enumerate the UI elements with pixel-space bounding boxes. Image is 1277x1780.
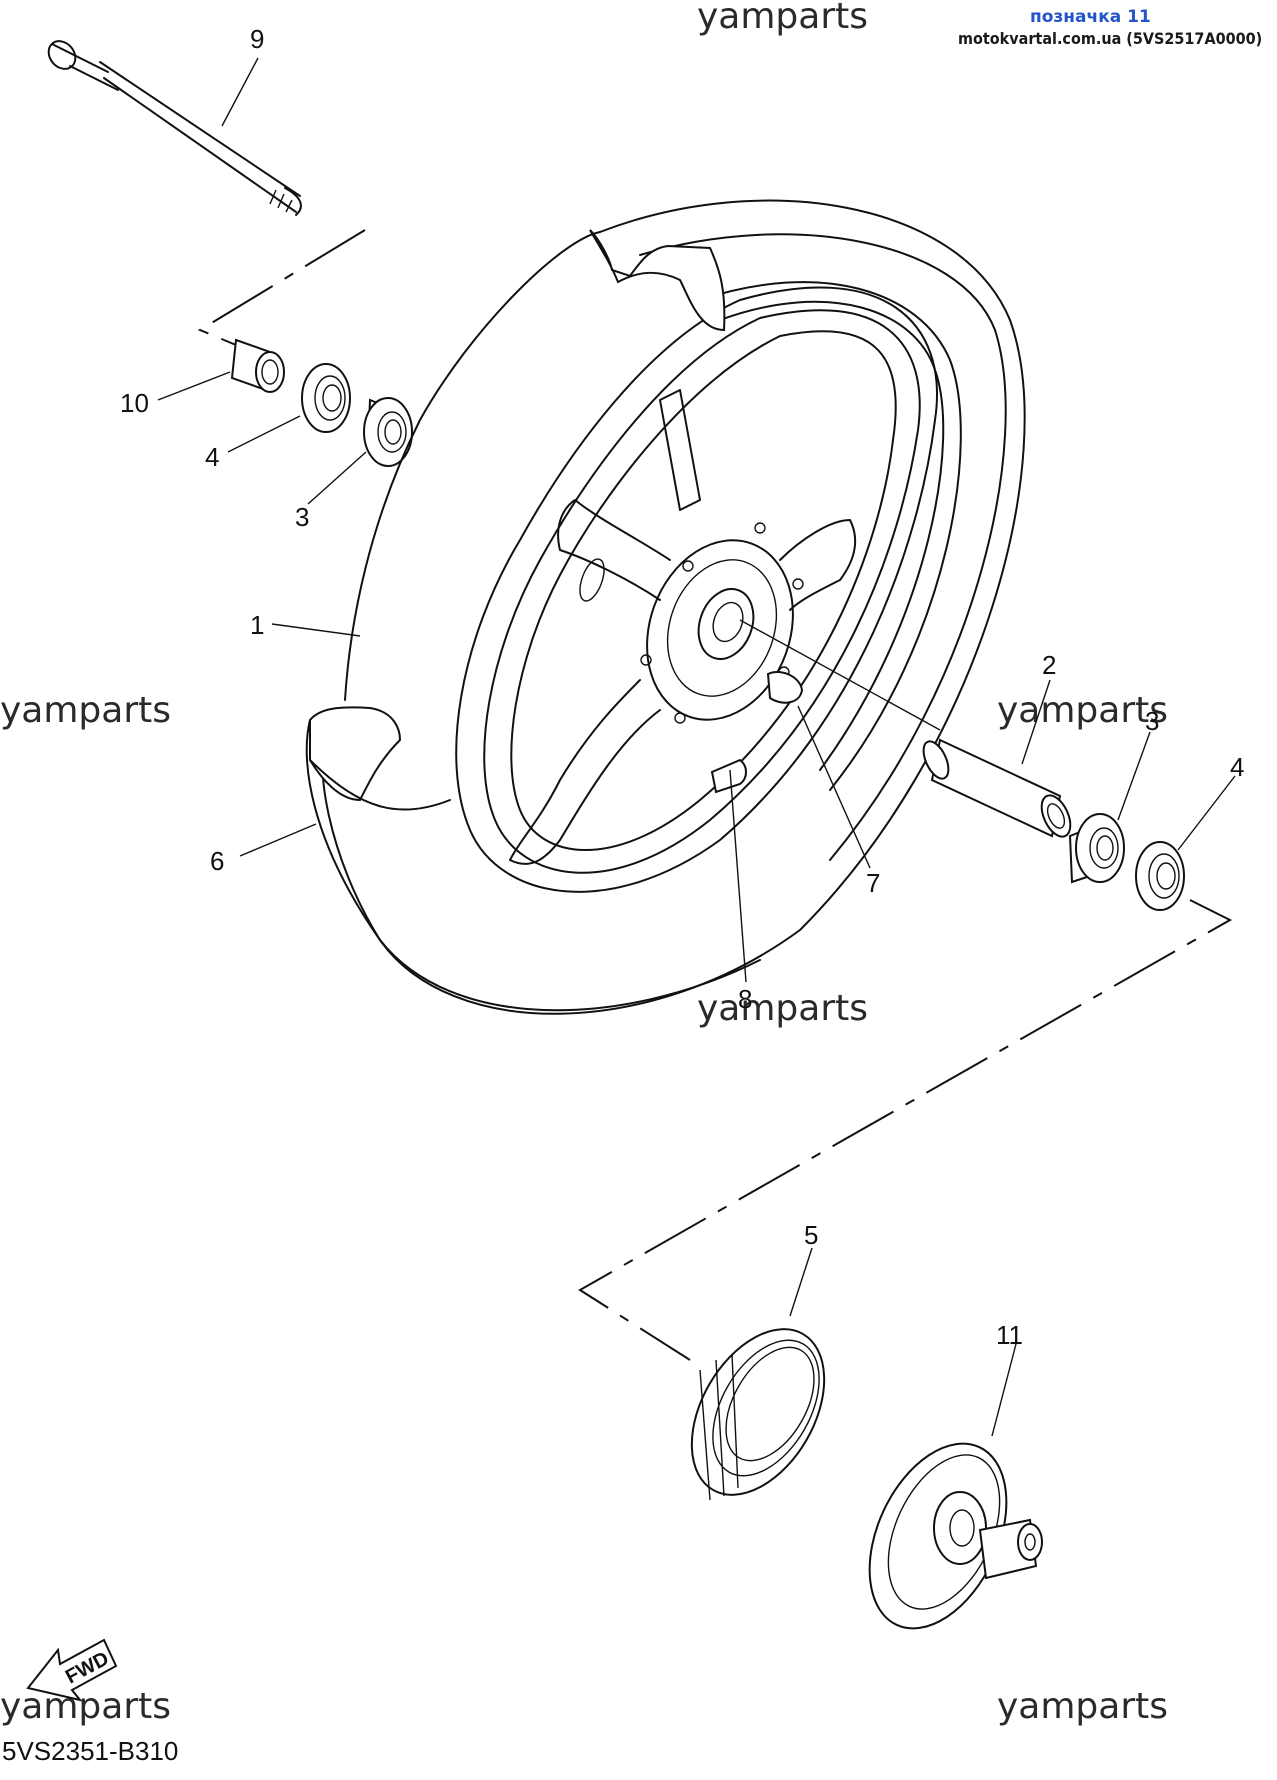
callout-4-right: 4 — [1230, 752, 1244, 782]
wheel-assembly — [305, 199, 1026, 1015]
callout-9: 9 — [250, 24, 264, 54]
callout-3-right: 3 — [1145, 706, 1159, 736]
oil-seal-part — [690, 1328, 826, 1501]
callout-1: 1 — [250, 610, 264, 640]
callout-4-left: 4 — [205, 442, 219, 472]
collar-left — [230, 338, 285, 393]
leader-lines — [157, 57, 1236, 1437]
right-guide-line — [578, 899, 1233, 1361]
callout-8: 8 — [738, 984, 752, 1014]
callout-7: 7 — [866, 868, 880, 898]
callout-11: 11 — [996, 1320, 1023, 1350]
callout-6: 6 — [210, 846, 224, 876]
axle-part — [47, 40, 302, 216]
watermark-center: yamparts — [697, 988, 868, 1029]
bearing-right-outer — [1135, 841, 1185, 911]
watermark-left: yamparts — [0, 690, 171, 731]
callout-3-left: 3 — [295, 502, 309, 532]
header-title: позначка 11 — [1030, 7, 1151, 27]
collar-right — [922, 738, 1072, 838]
watermark-bottom-right: yamparts — [997, 1686, 1168, 1727]
callout-2: 2 — [1042, 650, 1056, 680]
watermark-top: yamparts — [697, 0, 868, 37]
bearing-right-inner — [1068, 813, 1125, 884]
axle-guide-line — [197, 229, 366, 351]
axis-right — [739, 619, 941, 731]
speedometer-gear-part — [868, 1442, 1043, 1630]
bearing-left-inner — [363, 397, 413, 467]
diagram-code: 5VS2351-B310 — [2, 1736, 178, 1766]
callout-10: 10 — [120, 388, 149, 418]
bearing-left-outer — [301, 363, 351, 433]
header-subtitle: motokvartal.com.ua (5VS2517A0000) — [958, 29, 1262, 48]
watermark-right: yamparts — [997, 690, 1168, 731]
watermark-bottom-left: yamparts — [0, 1686, 171, 1727]
callout-5: 5 — [804, 1220, 818, 1250]
